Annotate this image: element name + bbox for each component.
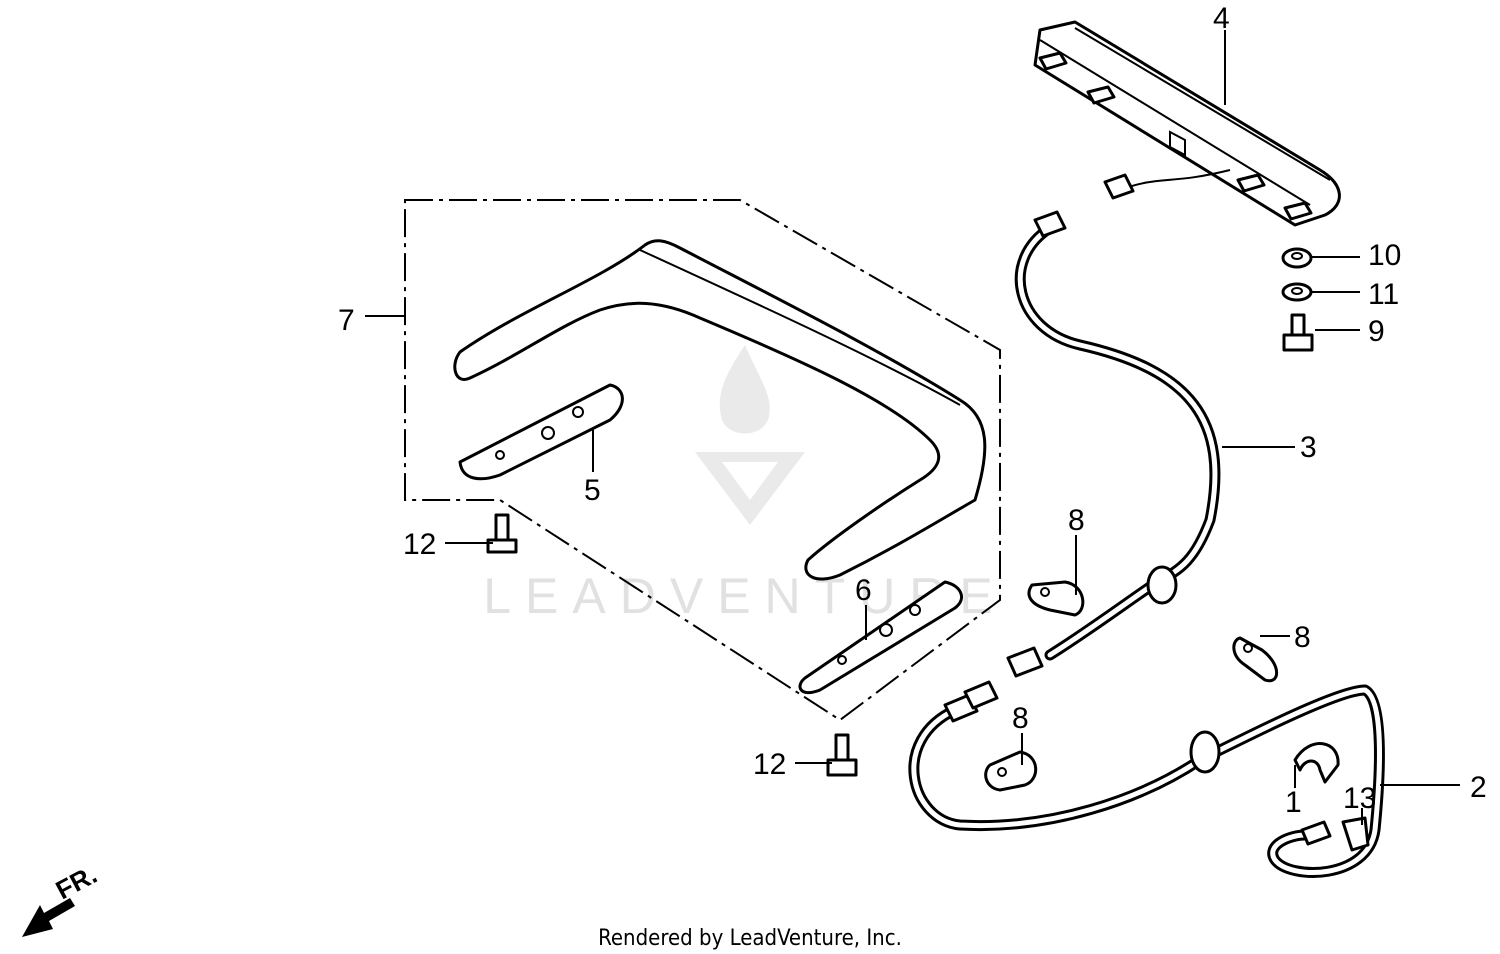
callout-8c: 8 xyxy=(1012,702,1029,735)
clip-part-1 xyxy=(1293,742,1340,784)
callout-8b: 8 xyxy=(1294,621,1311,654)
footer-credit: Rendered by LeadVenture, Inc. xyxy=(598,926,902,951)
assembly-outline xyxy=(404,199,1001,722)
callout-6: 6 xyxy=(855,574,872,607)
bolt-part-12a xyxy=(486,513,518,554)
pad-part-6 xyxy=(798,580,963,695)
callout-4: 4 xyxy=(1213,2,1230,35)
clip-part-8a xyxy=(1027,580,1085,617)
bolt-part-12b xyxy=(826,733,858,777)
callout-11: 11 xyxy=(1368,278,1399,311)
bolt-part-9 xyxy=(1282,313,1314,352)
callout-1: 1 xyxy=(1285,786,1302,819)
clip-part-8c xyxy=(984,750,1038,792)
callout-12b: 12 xyxy=(753,748,786,781)
watermark-flame-icon xyxy=(719,345,770,434)
clip-part-8b xyxy=(1232,636,1279,683)
callout-2: 2 xyxy=(1470,771,1487,804)
front-label: FR. xyxy=(51,859,102,905)
callout-7: 7 xyxy=(338,304,355,337)
harness-part-2 xyxy=(908,680,1385,878)
callout-3: 3 xyxy=(1300,431,1317,464)
callout-12a: 12 xyxy=(403,528,436,561)
callout-8a: 8 xyxy=(1068,504,1085,537)
front-arrow-icon xyxy=(22,898,75,937)
callout-5: 5 xyxy=(584,474,601,507)
spoiler-part xyxy=(453,239,987,581)
pad-part-5 xyxy=(458,383,624,481)
watermark-v-icon xyxy=(695,452,805,525)
callout-labels: 4 10 11 9 3 7 5 6 8 8 8 1 13 2 12 12 xyxy=(338,2,1487,819)
connector-part-13 xyxy=(1341,816,1370,852)
harness-part-3 xyxy=(1006,169,1231,678)
nut-part-10 xyxy=(1281,247,1313,269)
light-bar-part-4 xyxy=(1033,20,1341,227)
callout-10: 10 xyxy=(1368,239,1401,272)
washer-part-11 xyxy=(1281,282,1313,302)
front-direction-indicator: FR. xyxy=(22,859,102,937)
callout-9: 9 xyxy=(1368,315,1385,348)
leader-lines xyxy=(365,30,1460,825)
callout-13: 13 xyxy=(1343,782,1376,815)
